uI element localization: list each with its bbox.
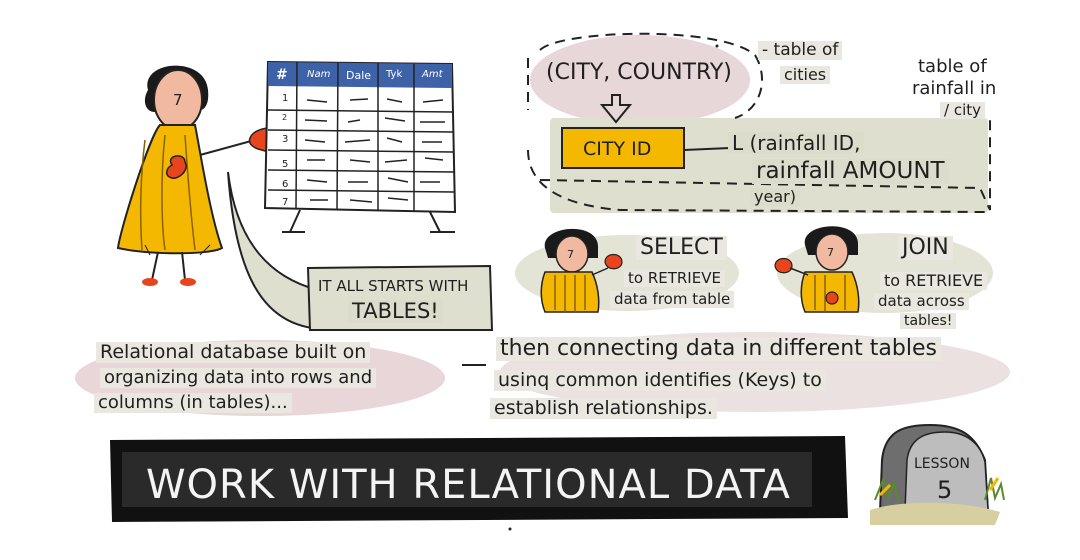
join-line3: tables! bbox=[900, 313, 957, 329]
select-line2: data from table bbox=[610, 291, 735, 308]
table-of-rainfall-line2: rainfall in bbox=[912, 78, 997, 99]
cities-dashed-outline bbox=[539, 32, 764, 119]
relational-line2: organizing data into rows and bbox=[100, 368, 377, 388]
table-of-rainfall-line3: / city bbox=[940, 102, 985, 119]
table-header-amount: Amt bbox=[422, 69, 443, 80]
table-of-cities-line2: cities bbox=[780, 66, 831, 84]
relational-line3: columns (in tables)... bbox=[94, 393, 292, 413]
connecting-line2: usinq common identifies (Keys) to bbox=[494, 370, 826, 391]
table-of-rainfall-line1: table of bbox=[918, 56, 987, 77]
relational-line1: Relational database built on bbox=[96, 342, 371, 363]
row-number: 6 bbox=[282, 179, 289, 190]
speech-line1: IT ALL STARTS WITH bbox=[318, 277, 469, 295]
rainfall-line2: rainfall AMOUNT bbox=[752, 159, 949, 184]
rainfall-dashed-outline bbox=[527, 58, 991, 211]
join-line1: to RETRIEVE bbox=[880, 272, 988, 290]
rainfall-line3: year) bbox=[750, 188, 800, 206]
rainfall-line1: L (rainfall ID, bbox=[728, 132, 865, 154]
lesson-title: WORK WITH RELATIONAL DATA bbox=[146, 462, 791, 508]
lesson-tombstone bbox=[870, 423, 1005, 525]
table-of-cities-line1: - table of bbox=[758, 41, 843, 60]
city-country-label: (CITY, COUNTRY) bbox=[546, 60, 732, 85]
join-badge: 7 bbox=[827, 246, 834, 259]
city-id-label: CITY ID bbox=[583, 138, 652, 160]
select-badge: 7 bbox=[567, 248, 574, 261]
city-id-box bbox=[561, 127, 685, 169]
row-number: 7 bbox=[282, 197, 289, 208]
join-title: JOIN bbox=[898, 236, 953, 260]
row-number: 1 bbox=[282, 93, 289, 104]
table-header-name: Nam bbox=[307, 69, 331, 80]
connecting-line1: then connecting data in different tables bbox=[496, 337, 941, 361]
lesson-label: LESSON bbox=[914, 456, 970, 472]
select-title: SELECT bbox=[636, 236, 727, 260]
row-number: 2 bbox=[282, 113, 288, 122]
join-line2: data across bbox=[874, 293, 969, 310]
table-header-type: Tyk bbox=[386, 69, 403, 80]
row-number: 3 bbox=[282, 134, 289, 145]
table-header-hash: # bbox=[276, 67, 288, 83]
row-number: 5 bbox=[282, 159, 289, 170]
connecting-line3: establish relationships. bbox=[490, 398, 717, 419]
lesson-number: 5 bbox=[937, 476, 953, 504]
city-country-blob bbox=[530, 35, 750, 125]
select-line1: to RETRIEVE bbox=[624, 270, 725, 287]
speech-line2: TABLES! bbox=[348, 300, 443, 323]
presenter-badge: 7 bbox=[173, 91, 183, 109]
table-header-date: Dale bbox=[346, 69, 372, 82]
table-sketch bbox=[263, 60, 457, 233]
join-figure bbox=[774, 226, 860, 313]
select-figure bbox=[540, 228, 623, 313]
